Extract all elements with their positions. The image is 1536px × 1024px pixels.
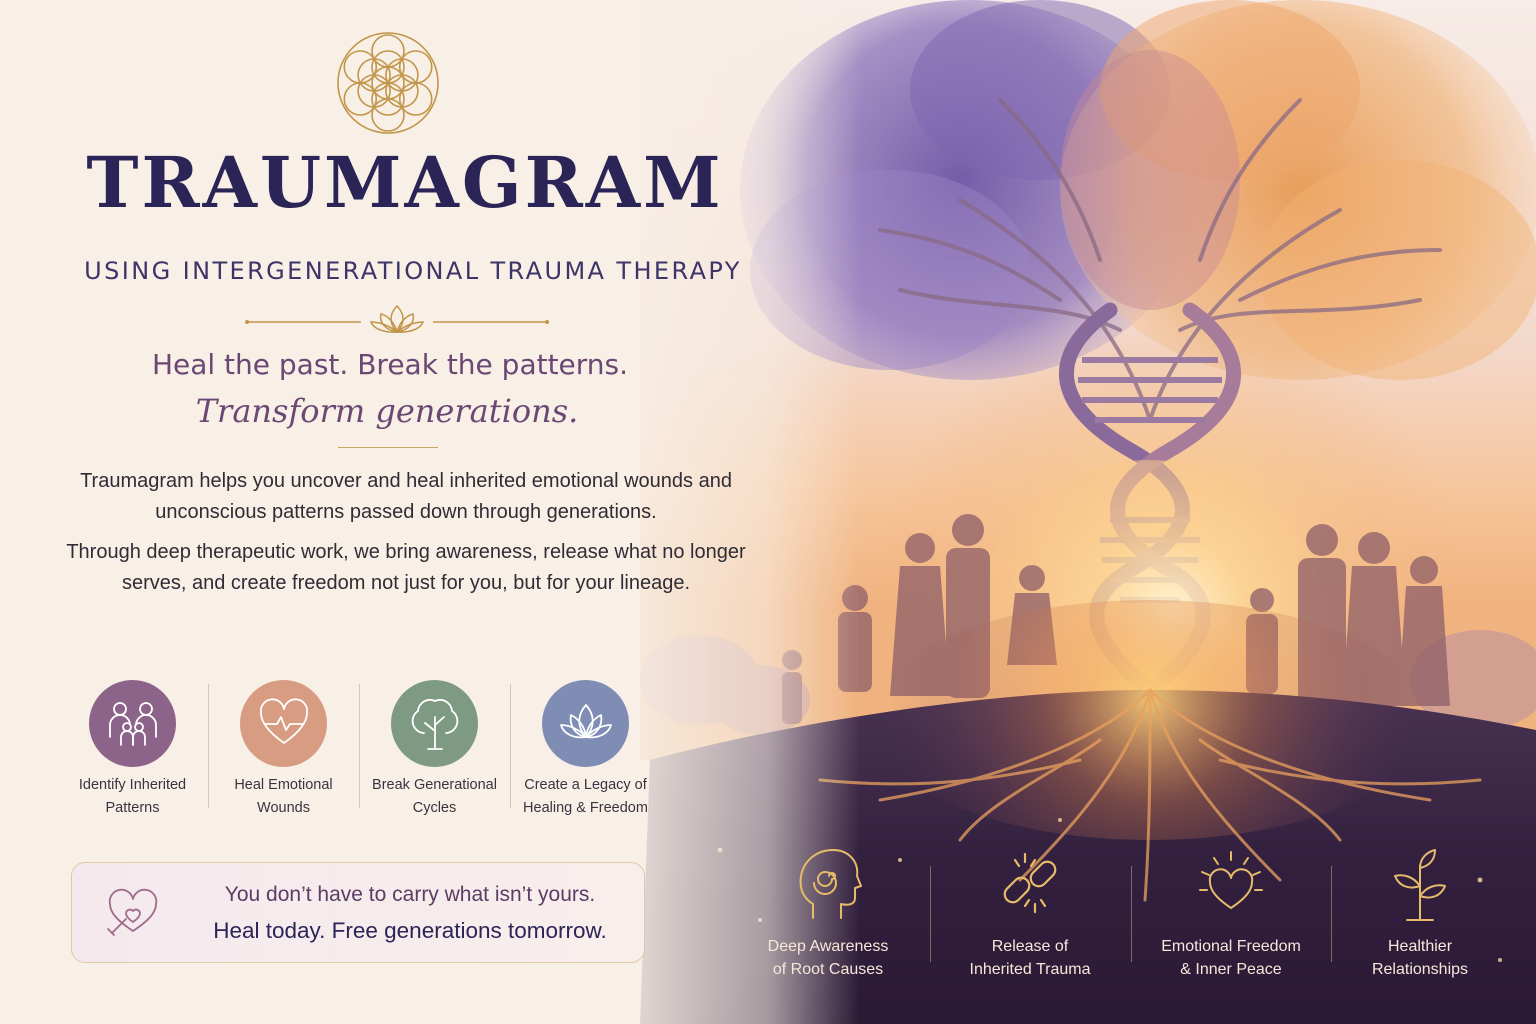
lotus-divider-icon: [245, 304, 549, 334]
message-box: You don’t have to carry what isn’t yours…: [71, 862, 645, 963]
feature-label: Create a Legacy of Healing & Freedom: [523, 777, 648, 816]
features-row: Identify Inherited Patterns Heal Emotion…: [57, 676, 661, 826]
tagline-line-2: Transform generations.: [195, 392, 579, 430]
feature-create-legacy: Create a Legacy of Healing & Freedom: [510, 676, 661, 826]
tagline-line-1: Heal the past. Break the patterns.: [151, 348, 629, 381]
feature-label: Heal Emotional Wounds: [234, 777, 333, 816]
benefit-label: Deep Awareness of Root Causes: [767, 938, 889, 978]
feature-heal-wounds: Heal Emotional Wounds: [208, 676, 359, 826]
flower-of-life-icon: [337, 32, 439, 134]
feature-label: Identify Inherited Patterns: [78, 777, 187, 816]
heart-hands-icon: [107, 888, 158, 936]
family-icon: [89, 680, 176, 767]
left-content: TRAUMAGRAM USING INTERGENERATIONAL TRAUM…: [0, 0, 760, 1024]
broken-chain-icon: [1003, 852, 1057, 914]
message-line-1: You don’t have to carry what isn’t yours…: [224, 883, 596, 906]
benefit-divider: [1131, 866, 1132, 962]
feature-divider: [359, 684, 360, 808]
benefit-label: Emotional Freedom & Inner Peace: [1161, 938, 1301, 978]
lotus-icon: [542, 680, 629, 767]
brand-title: TRAUMAGRAM: [86, 141, 724, 224]
benefit-healthier-relationships: Healthier Relationships: [1320, 846, 1520, 986]
benefit-divider: [930, 866, 931, 962]
intro-text: Traumagram helps you uncover and heal in…: [60, 466, 752, 599]
feature-label: Break Generational Cycles: [372, 777, 497, 816]
feature-divider: [510, 684, 511, 808]
message-line-2: Heal today. Free generations tomorrow.: [213, 918, 607, 943]
tree-icon: [391, 680, 478, 767]
feature-break-cycles: Break Generational Cycles: [359, 676, 510, 826]
intro-paragraph-1: Traumagram helps you uncover and heal in…: [80, 470, 732, 523]
intro-paragraph-2: Through deep therapeutic work, we bring …: [66, 541, 746, 594]
feature-identify-patterns: Identify Inherited Patterns: [57, 676, 208, 826]
radiant-heart-icon: [1199, 851, 1263, 909]
benefit-label: Release of Inherited Trauma: [969, 938, 1091, 978]
brand-subtitle: USING INTERGENERATIONAL TRAUMA THERAPY: [84, 257, 742, 285]
benefit-label: Healthier Relationships: [1371, 938, 1469, 978]
sprout-icon: [1394, 849, 1446, 921]
tagline-divider: [338, 447, 438, 448]
benefit-divider: [1331, 866, 1332, 962]
benefit-deep-awareness: Deep Awareness of Root Causes: [728, 846, 928, 986]
feature-divider: [208, 684, 209, 808]
heart-pulse-icon: [240, 680, 327, 767]
head-spiral-icon: [799, 849, 862, 919]
benefit-release-trauma: Release of Inherited Trauma: [930, 846, 1130, 986]
benefit-emotional-freedom: Emotional Freedom & Inner Peace: [1131, 846, 1331, 986]
